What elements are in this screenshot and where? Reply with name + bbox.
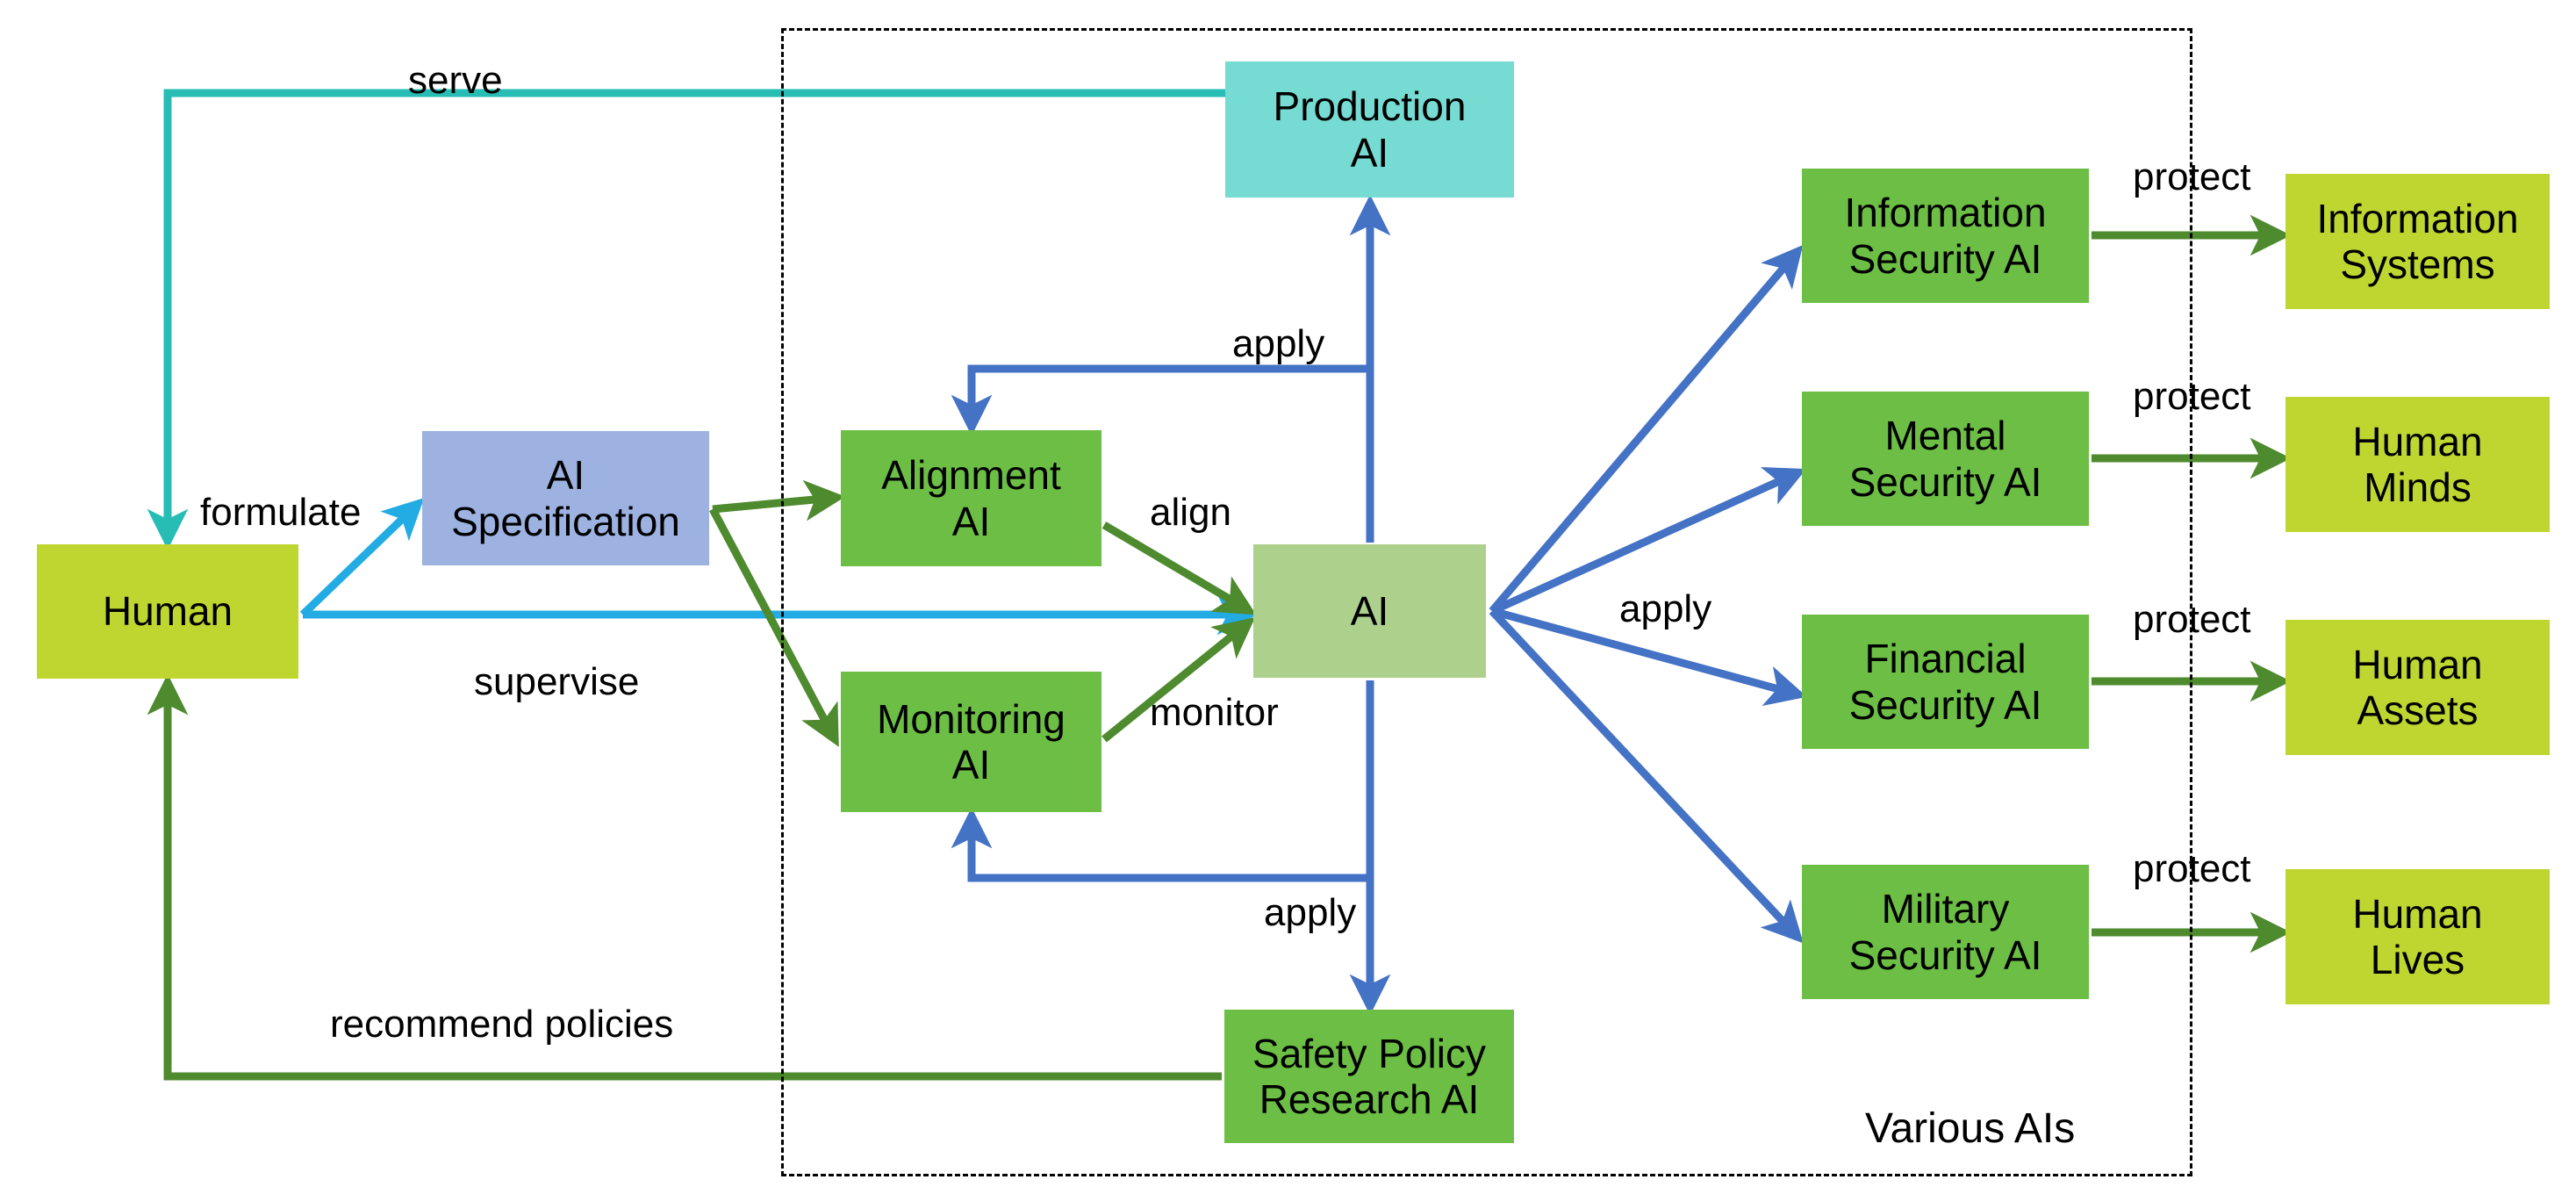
edge-label-apply-bottom: apply [1264,891,1357,934]
node-alignment-ai-label: Alignment AI [881,452,1061,544]
node-ai-label: AI [1350,587,1389,634]
edge-label-protect-4: protect [2133,847,2251,890]
node-ai-specification-label: AI Specification [451,452,680,544]
edge-label-monitor: monitor [1150,691,1279,734]
edge-label-apply-top: apply [1232,322,1325,365]
edge-label-protect-1: protect [2133,155,2251,198]
edge-label-supervise: supervise [474,660,640,703]
node-safety-policy-research-ai-label: Safety Policy Research AI [1252,1030,1486,1122]
edge-label-apply-fanout: apply [1619,587,1712,630]
node-production-ai[interactable]: Production AI [1225,61,1514,198]
node-ai[interactable]: AI [1253,544,1486,678]
node-information-systems[interactable]: Information Systems [2285,174,2550,309]
various-ais-group-box [781,28,2192,1176]
node-military-security-ai-label: Military Security AI [1848,886,2042,978]
node-production-ai-label: Production AI [1273,83,1467,176]
node-human-lives[interactable]: Human Lives [2285,869,2550,1004]
node-mental-security-ai[interactable]: Mental Security AI [1802,392,2089,526]
node-military-security-ai[interactable]: Military Security AI [1802,865,2089,999]
node-information-security-ai[interactable]: Information Security AI [1802,169,2089,303]
edge-label-recommend-policies: recommend policies [330,1003,674,1046]
node-human-assets[interactable]: Human Assets [2285,620,2550,755]
node-safety-policy-research-ai[interactable]: Safety Policy Research AI [1224,1010,1514,1143]
node-information-systems-label: Information Systems [2316,195,2519,287]
node-financial-security-ai[interactable]: Financial Security AI [1802,615,2089,749]
node-human-minds[interactable]: Human Minds [2285,397,2550,532]
node-information-security-ai-label: Information Security AI [1844,190,2047,282]
various-ais-label: Various AIs [1865,1105,2076,1152]
node-financial-security-ai-label: Financial Security AI [1848,636,2042,728]
edge-label-protect-3: protect [2133,598,2251,641]
node-human-assets-label: Human Assets [2352,641,2483,733]
node-human[interactable]: Human [37,544,298,679]
node-human-minds-label: Human Minds [2352,418,2483,510]
edge-label-protect-2: protect [2133,375,2251,418]
edge-label-align: align [1150,491,1231,534]
node-monitoring-ai[interactable]: Monitoring AI [841,672,1101,812]
node-alignment-ai[interactable]: Alignment AI [841,430,1101,566]
node-monitoring-ai-label: Monitoring AI [877,695,1066,788]
node-ai-specification[interactable]: AI Specification [422,431,709,565]
edge-label-formulate: formulate [200,491,362,534]
node-mental-security-ai-label: Mental Security AI [1848,413,2042,505]
node-human-label: Human [102,588,233,635]
edge-label-serve: serve [408,59,503,102]
node-human-lives-label: Human Lives [2352,890,2483,982]
